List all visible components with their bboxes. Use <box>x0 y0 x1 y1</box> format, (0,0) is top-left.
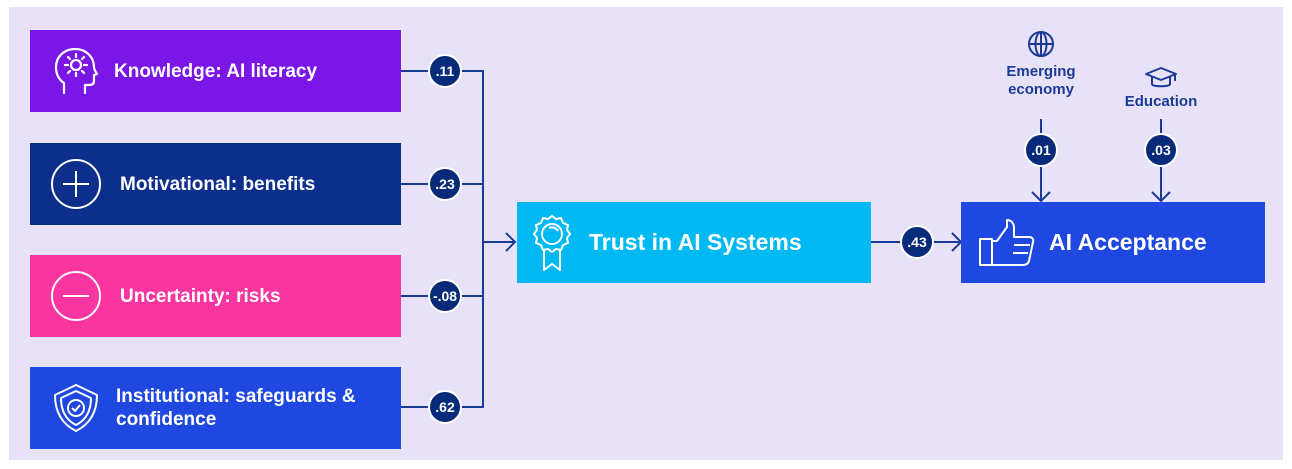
acceptance-box: AI Acceptance <box>961 202 1265 283</box>
diagram-canvas: Knowledge: AI literacy Motivational: ben… <box>9 7 1283 460</box>
education-label: Education <box>1124 93 1198 110</box>
institutional-coefficient-badge: .62 <box>428 390 462 424</box>
trust-label: Trust in AI Systems <box>589 229 802 255</box>
minus-circle-icon <box>48 268 104 324</box>
emerging-economy-label: Emerging economy <box>1006 63 1076 98</box>
trust-acceptance-coefficient-badge: .43 <box>900 225 934 259</box>
graduation-cap-icon <box>1143 65 1179 93</box>
thumbs-up-icon <box>975 215 1039 271</box>
knowledge-coefficient-badge: .11 <box>428 54 462 88</box>
brain-gear-icon <box>48 43 104 99</box>
trust-box: Trust in AI Systems <box>517 202 871 283</box>
award-ribbon-icon <box>529 213 575 273</box>
education-coefficient-badge: .03 <box>1144 133 1178 167</box>
globe-icon <box>1025 28 1057 60</box>
emerging-economy-coefficient-badge: .01 <box>1024 133 1058 167</box>
uncertainty-label: Uncertainty: risks <box>120 285 281 307</box>
uncertainty-coefficient-badge: -.08 <box>428 279 462 313</box>
motivational-coefficient-badge: .23 <box>428 167 462 201</box>
institutional-label: Institutional: safeguards & confidence <box>116 386 356 430</box>
shield-check-icon <box>48 380 104 436</box>
plus-circle-icon <box>48 156 104 212</box>
motivational-box: Motivational: benefits <box>30 143 401 225</box>
acceptance-label: AI Acceptance <box>1049 229 1207 255</box>
motivational-label: Motivational: benefits <box>120 173 316 195</box>
connector-lines <box>401 70 1171 408</box>
uncertainty-box: Uncertainty: risks <box>30 255 401 337</box>
institutional-box: Institutional: safeguards & confidence <box>30 367 401 449</box>
knowledge-box: Knowledge: AI literacy <box>30 30 401 112</box>
knowledge-label: Knowledge: AI literacy <box>114 60 318 82</box>
